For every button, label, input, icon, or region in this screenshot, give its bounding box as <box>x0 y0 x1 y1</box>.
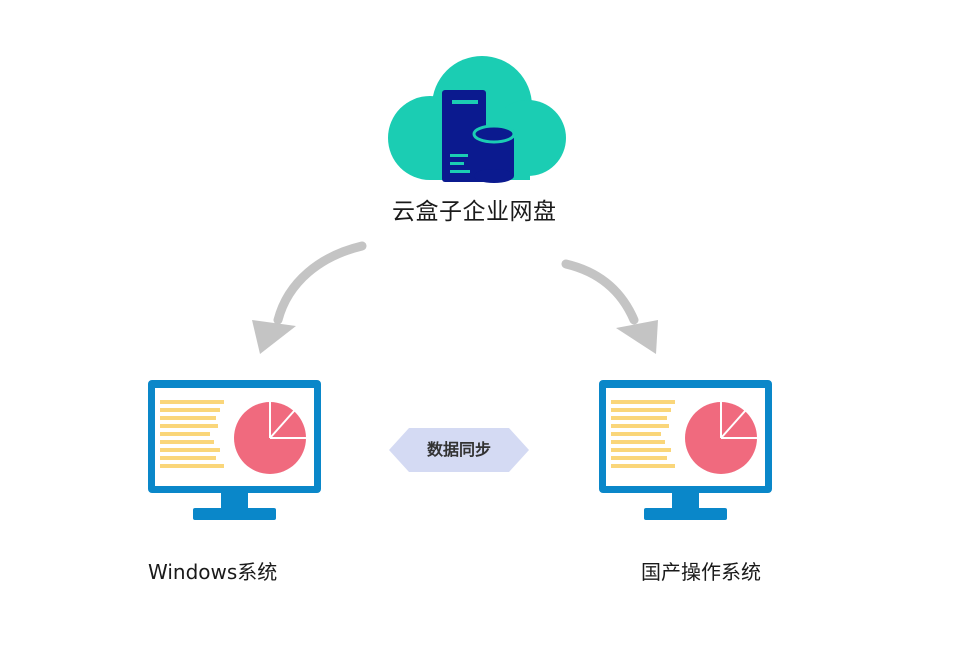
database-cylinder-icon <box>472 124 516 183</box>
pie-chart-icon <box>685 402 757 474</box>
windows-system-label: Windows系统 <box>148 560 278 584</box>
text-lines <box>160 400 224 468</box>
cloud-title: 云盒子企业网盘 <box>392 199 557 225</box>
left-monitor-icon <box>148 380 321 520</box>
cloud-server-icon <box>388 56 566 183</box>
right-monitor-icon <box>599 380 772 520</box>
domestic-os-label: 国产操作系统 <box>641 560 761 584</box>
hexagon-shape <box>389 428 529 472</box>
text-lines <box>611 400 675 468</box>
sync-badge: 数据同步 <box>389 428 529 472</box>
right-curved-arrow-icon <box>561 259 658 354</box>
pie-chart-icon <box>234 402 306 474</box>
left-curved-arrow-icon <box>252 241 367 354</box>
sync-label: 数据同步 <box>426 440 491 459</box>
